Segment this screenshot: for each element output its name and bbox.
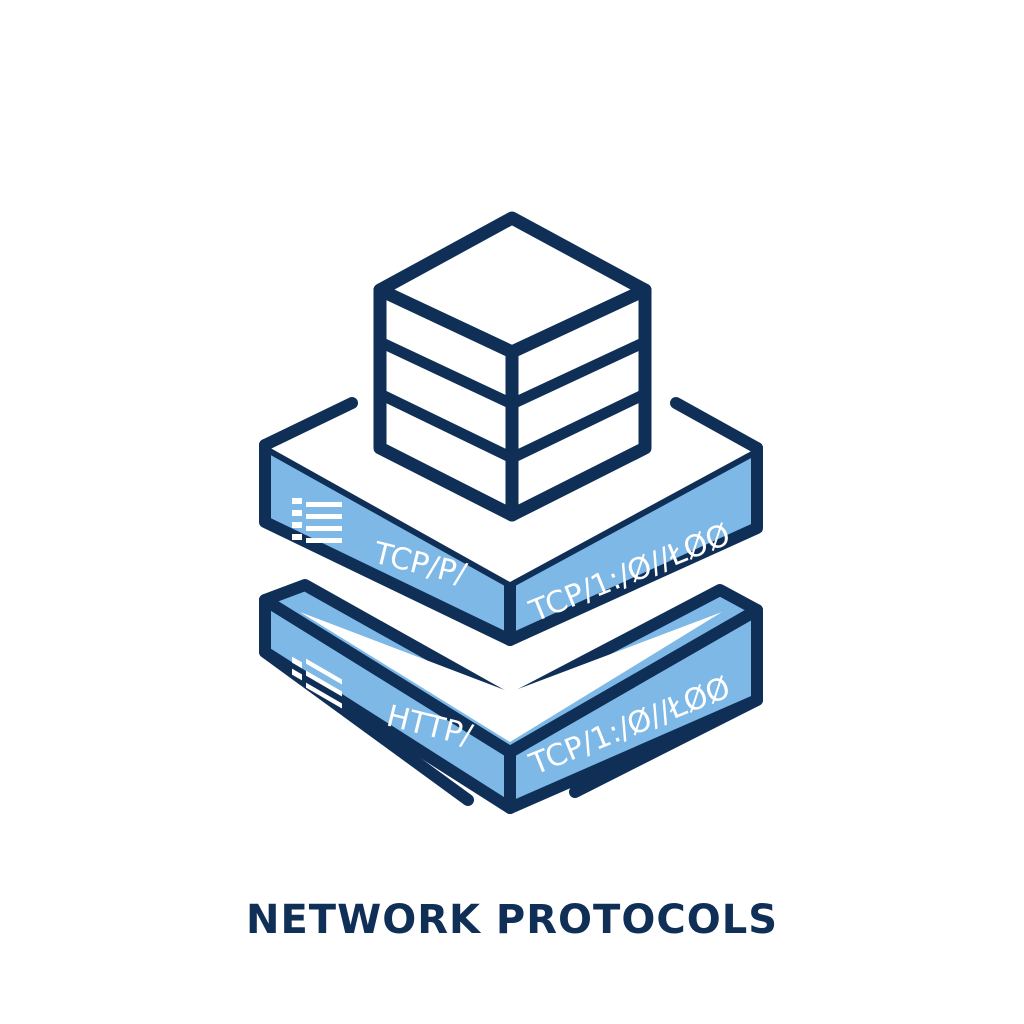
upper-layer-back-right-edge: [670, 397, 763, 454]
upper-layer-port-icon: [292, 498, 342, 543]
server-cube-shelves: [374, 336, 651, 464]
lower-layer-bottom-right-edge: [569, 694, 763, 798]
lower-layer-slab: HTTP/ TCP/1:/Ø//ŁØØ: [259, 579, 763, 814]
lower-layer-top-face: [300, 612, 722, 742]
caption-title: NETWORK PROTOCOLS: [246, 897, 778, 943]
server-cube: [373, 211, 652, 522]
lower-layer-port-icon: [292, 656, 342, 721]
upper-layer-back-left-edge: [259, 397, 358, 451]
